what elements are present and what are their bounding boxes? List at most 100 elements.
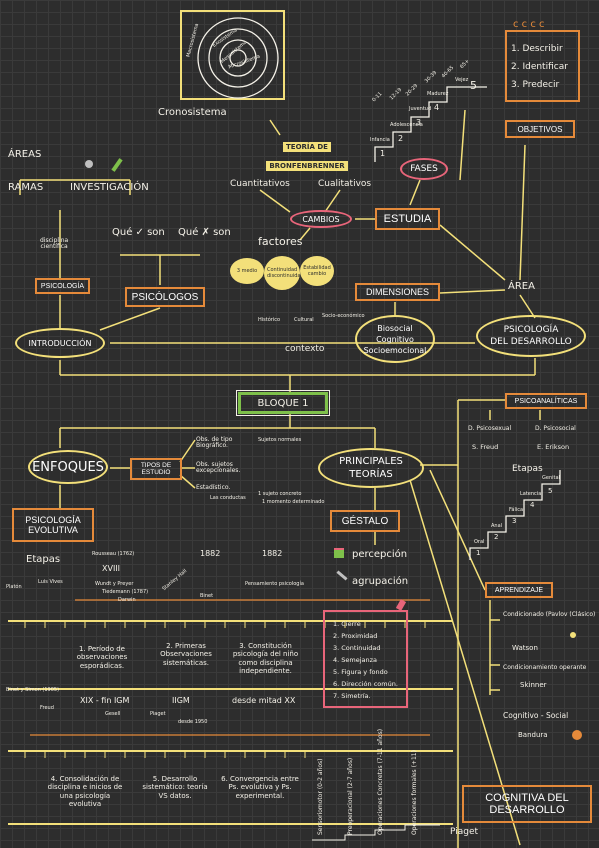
agrupacion-label: agrupación (352, 576, 409, 587)
stage-anal: Anal (491, 523, 503, 529)
nb-freud: Freud (40, 705, 54, 711)
fase-num-2: 2 (398, 134, 404, 143)
fase-num-3: 3 (416, 118, 422, 127)
bell-icon (570, 632, 576, 638)
area-label: ÁREA (508, 281, 535, 292)
fase-label-5: Vejez (455, 77, 469, 83)
nb-piaget: Piaget (150, 711, 166, 717)
stage-num-2: 2 (494, 533, 499, 541)
stage-genital: Genital (542, 475, 560, 481)
contexto-label: contexto (285, 344, 325, 354)
factor-continuidad: Continuidad discontinuidad (264, 256, 304, 290)
rings-top: c c c c (513, 19, 545, 30)
percepcion-label: percepción (352, 549, 408, 560)
tl-rousseau: Rousseau (1762) (92, 551, 135, 557)
fase-num-1: 1 (380, 149, 386, 158)
ap-operante: Condicionamiento operante (503, 664, 587, 671)
microscope-icon (85, 160, 93, 168)
que-son-label: Qué ✓ son (112, 227, 165, 238)
fase-label-1: Infancia (370, 137, 390, 143)
fase-label-3: Juventud (409, 106, 432, 112)
ap-condicionado: Condicionado (Pavlov (Clásico) (503, 611, 596, 618)
estudia-box: ESTUDIA (375, 208, 440, 230)
tl-xviii: XVIII (102, 564, 121, 573)
disciplina-label: disciplina científica (40, 237, 69, 250)
na-tiedemann: Tiedemann (1787) (102, 589, 149, 595)
etapa-5: 5. Desarrollo sistemático: teoría VS dat… (142, 775, 208, 800)
na-binet: Binet (200, 593, 214, 599)
etapa-3: 3. Constitución psicología del niño como… (232, 642, 299, 676)
areas-label: ÁREAS (8, 149, 42, 160)
dimensiones-box: DIMENSIONES (355, 283, 440, 301)
etapa-4: 4. Consolidación de disciplina e inicios… (47, 775, 123, 809)
etapas-label: Etapas (26, 554, 61, 565)
psicoanaliticas-box: PSICOANALÍTICAS (505, 393, 587, 409)
gestalt-laws-card: 1. Cierre 2. Proximidad 3. Continuidad 4… (323, 610, 408, 708)
d-psicosexual: D. Psicosexual (468, 425, 512, 432)
contexto-socio: Socio-económico (322, 313, 365, 319)
etapa-2: 2. Primeras Observaciones sistemáticas. (160, 642, 212, 667)
ml-xix: XIX - fin IGM (80, 696, 130, 705)
na-darwin: Darwin (118, 597, 136, 603)
cronosistema-frame (180, 10, 285, 100)
contexto-cultural: Cultural (294, 317, 314, 323)
sub-conductas: Las conductas (210, 495, 246, 501)
stage-oral: Oral (474, 539, 485, 545)
psicologos-box: PSICÓLOGOS (125, 287, 205, 307)
psicologia-desarrollo-oval: PSICOLOGÍA DEL DESARROLLO (476, 315, 586, 357)
bloque-title: BLOQUE 1 (236, 390, 330, 416)
etapa-6: 6. Convergencia entre Ps. evolutiva y Ps… (221, 775, 299, 800)
cronosistema-label: Cronosistema (158, 107, 227, 118)
aprendizaje-box: APRENDIZAJE (485, 582, 553, 598)
teoria-bronfenbrenner: TEORÍA DE BRONFENBRENNER (262, 134, 352, 171)
erikson-label: E. Erikson (537, 443, 570, 451)
fases-oval: FASES (400, 158, 448, 180)
tipo-estadistico: Estadístico. (196, 484, 231, 491)
cuantitativos-label: Cuantitativos (230, 179, 290, 189)
timeline-strip-2 (8, 750, 453, 825)
stage-num-5: 5 (548, 487, 553, 495)
na-pensamiento: Pensamiento psicología (245, 581, 304, 587)
cognitiva-del-desarrollo-box: COGNITIVA DEL DESARROLLO (462, 785, 592, 823)
stage-num-3: 3 (512, 517, 517, 525)
stage-falica: Fálica (509, 507, 524, 513)
sub-momento: 1 momento determinado (262, 499, 325, 505)
ramas-label: RAMAS (8, 182, 44, 193)
tl-1882a: 1882 (200, 549, 221, 558)
objetivos-note: 1. Describir 2. Identificar 3. Predecir (505, 30, 580, 102)
freud-label: S. Freud (472, 443, 499, 451)
stage-latencia: Latencia (520, 491, 542, 497)
fase-num-5: 5 (470, 79, 477, 92)
tipos-estudio-box: TIPOS DE ESTUDIO (130, 458, 182, 480)
piaget-label: Piaget (450, 827, 479, 837)
factores-label: factores (258, 235, 303, 248)
fase-label-2: Adolescencia (390, 122, 423, 128)
gestalt-box: GÉSTALO (330, 510, 400, 532)
etapas-psico-label: Etapas (512, 464, 543, 474)
ml-iigm: IIGM (172, 696, 190, 705)
tipo-biografico: Obs. de tipo Biográfico. (196, 436, 233, 449)
ap-cognitivo: Cognitivo - Social (503, 711, 569, 720)
objetivos-box: OBJETIVOS (505, 120, 575, 138)
cualitativos-label: Cualitativos (318, 179, 372, 189)
ml-xx: desde mitad XX (232, 696, 296, 705)
stage-num-4: 4 (530, 501, 535, 509)
que-no-son-label: Qué ✗ son (178, 227, 231, 238)
psicologia-box: PSICOLOGÍA (35, 278, 90, 294)
books-icon (334, 548, 344, 558)
nb-binet: Binet y Simon (1905) (6, 687, 60, 693)
cambios-oval: CAMBIOS (290, 210, 352, 228)
dimension-items: Biosocial Cognitivo Socioemocional (355, 315, 435, 363)
factor-estabilidad: Estabilidad cambio (300, 256, 334, 286)
principales-teorias-oval: PRINCIPALES TEORÍAS (318, 448, 424, 488)
tl-vives: Luis Vives (38, 579, 63, 585)
tl-platon: Platón (6, 584, 22, 590)
ap-watson: Watson (512, 644, 538, 652)
contexto-historico: Histórico (258, 317, 281, 323)
